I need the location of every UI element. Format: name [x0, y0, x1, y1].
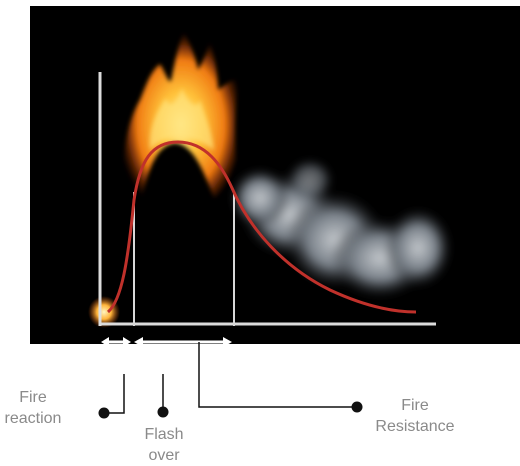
fire-reaction-connector [98, 374, 125, 419]
fire-resistance-label-line-1: Fire [401, 397, 429, 414]
fire-development-curve [106, 140, 417, 314]
smoke-cloud [230, 158, 452, 298]
fire-reaction-dot-marker [98, 407, 110, 419]
fire-reaction-label-line-1: Fire [19, 389, 47, 406]
fire-resistance-label: Fire Resistance [360, 395, 470, 437]
flash-over-arrow [134, 337, 232, 347]
flash-over-connector [157, 374, 169, 418]
ignition-ember [88, 296, 120, 328]
fire-reaction-label-line-2: reaction [4, 410, 62, 427]
fire-resistance-label-line-2: Resistance [375, 418, 455, 435]
flash-over-label-line-2: over [148, 447, 180, 464]
fire-reaction-label: Fire reaction [2, 387, 64, 429]
fire-flames [123, 32, 238, 200]
fire-resistance-connector [198, 342, 363, 413]
flash-over-label-line-1: Flash [144, 426, 184, 443]
fire-resistance-dot-marker [351, 401, 363, 413]
fire-reaction-arrow [101, 337, 131, 347]
flash-over-label: Flash over [128, 424, 200, 466]
flash-over-dot-marker [157, 406, 169, 418]
